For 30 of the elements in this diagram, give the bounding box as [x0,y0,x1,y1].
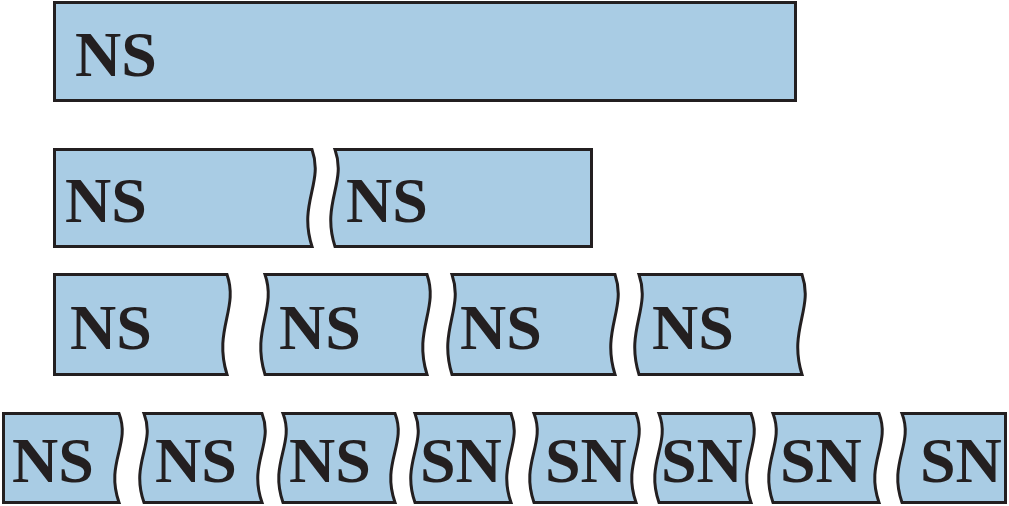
pole-label: SN [661,429,743,493]
magnet-bar [2,412,125,504]
magnet-bar [409,412,517,504]
pole-label: NS [652,295,734,360]
magnet-bar [329,148,593,248]
pole-label: SN [545,429,627,493]
magnet-bar [259,273,433,376]
magnet-bar [53,1,797,102]
pole-label: NS [70,295,152,360]
pole-label: SN [420,429,502,493]
magnet-bar [653,412,757,504]
pole-label: SN [780,429,862,493]
pole-label: NS [279,295,361,360]
magnet-bar [138,412,268,504]
pole-label: NS [346,169,428,233]
pole-label: NS [155,429,237,493]
magnet-bar [896,412,1007,504]
pole-label: NS [75,22,157,87]
magnet-bar [53,273,233,376]
pole-label: NS [460,295,542,360]
magnet-bar [767,412,885,504]
pole-label: SN [920,429,1002,493]
magnet-bar [446,273,621,376]
magnet-bar [277,412,401,504]
pole-label: NS [289,429,371,493]
magnet-bar [528,412,642,504]
pole-label: NS [65,169,147,233]
magnet-bar [633,273,808,376]
magnet-bar [53,148,318,248]
pole-label: NS [12,429,94,493]
